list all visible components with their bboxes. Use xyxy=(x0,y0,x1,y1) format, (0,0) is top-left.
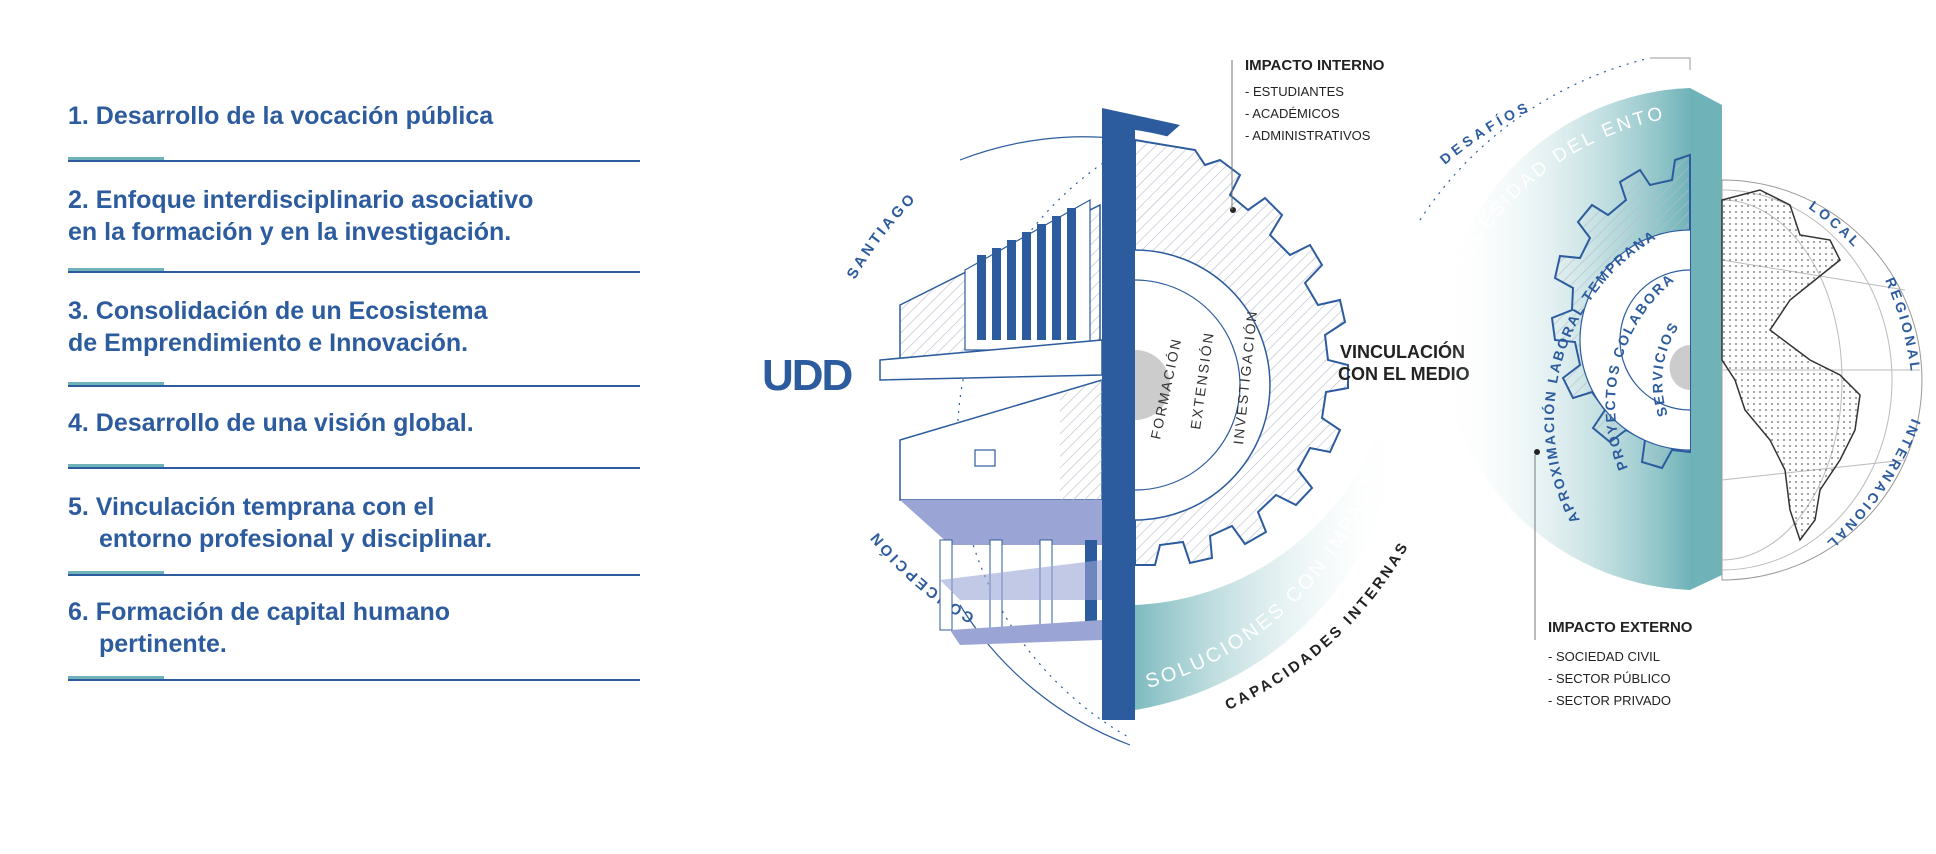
soluciones-band xyxy=(1135,395,1400,710)
globe-illustration xyxy=(1721,179,1923,581)
list-item-1-line-1: 1. Desarrollo de la vocación pública xyxy=(68,102,494,130)
santiago-label: SANTIAGO xyxy=(844,189,921,282)
item-4-divider xyxy=(68,467,640,469)
list-item-4-line-1: 4. Desarrollo de una visión global. xyxy=(68,409,474,437)
list-item-5-line-1: 5. Vinculación temprana con el xyxy=(68,493,435,521)
center-label-line-1: VINCULACIÓN xyxy=(1340,341,1465,362)
impacto-externo-item-3: - SECTOR PRIVADO xyxy=(1548,693,1671,708)
list-item-2-line-2: en la formación y en la investigación. xyxy=(68,218,512,246)
list-item-6: 6. Formación de capital humano pertinent… xyxy=(68,596,450,660)
list-item-4: 4. Desarrollo de una visión global. xyxy=(68,407,474,439)
list-item-6-line-1: 6. Formación de capital humano xyxy=(68,598,451,626)
left-outer-arc xyxy=(956,145,1131,739)
proyectos-label: PROYECTOS COLABORATIVOS xyxy=(0,0,1677,473)
item-6-divider xyxy=(68,679,640,681)
right-outer-arc xyxy=(1419,57,1651,221)
desafios-label: DESAFÍOS xyxy=(1437,98,1534,168)
list-item-1: 1. Desarrollo de la vocación pública xyxy=(68,100,493,132)
list-item-5: 5. Vinculación temprana con el entorno p… xyxy=(68,491,492,555)
item-1-accent xyxy=(68,157,164,162)
impacto-externo-item-2: - SECTOR PÚBLICO xyxy=(1548,671,1671,686)
item-2-accent xyxy=(68,268,164,273)
impacto-interno-title: IMPACTO INTERNO xyxy=(1245,57,1385,74)
impacto-interno-item-2: - ACADÉMICOS xyxy=(1245,106,1340,121)
building-illustration xyxy=(879,108,1180,720)
impacto-interno-item-3: - ADMINISTRATIVOS xyxy=(1245,128,1371,143)
item-4-accent xyxy=(68,464,164,469)
item-1-divider xyxy=(68,160,640,162)
list-item-5-line-2: entorno profesional y disciplinar. xyxy=(99,525,493,553)
list-item-3: 3. Consolidación de un Ecosistema de Emp… xyxy=(68,295,488,359)
item-2-divider xyxy=(68,271,640,273)
item-5-accent xyxy=(68,571,164,576)
impacto-externo-title: IMPACTO EXTERNO xyxy=(1548,619,1693,636)
necesidad-label: NECESIDAD DEL ENTORNO xyxy=(0,0,1667,274)
center-label-line-2: CON EL MEDIO xyxy=(1338,364,1470,384)
item-3-accent xyxy=(68,382,164,387)
list-item-2: 2. Enfoque interdisciplinario asociativo… xyxy=(68,184,533,248)
list-item-6-line-2: pertinente. xyxy=(99,630,227,658)
list-item-3-line-2: de Emprendimiento e Innovación. xyxy=(68,329,469,357)
impacto-interno-item-1: - ESTUDIANTES xyxy=(1245,84,1344,99)
udd-logo: UDD xyxy=(762,351,852,400)
item-3-divider xyxy=(68,385,640,387)
right-gear xyxy=(1440,88,1722,590)
left-outer-arc-solid-bottom xyxy=(959,604,1131,746)
list-item-3-line-1: 3. Consolidación de un Ecosistema xyxy=(68,297,488,325)
impacto-externo-item-1: - SOCIEDAD CIVIL xyxy=(1548,649,1660,664)
right-outer-arc-solid xyxy=(1650,57,1691,70)
left-gear xyxy=(1134,130,1400,740)
item-6-accent xyxy=(68,676,164,681)
item-5-divider xyxy=(68,574,640,576)
list-item-2-line-1: 2. Enfoque interdisciplinario asociativo xyxy=(68,186,534,214)
